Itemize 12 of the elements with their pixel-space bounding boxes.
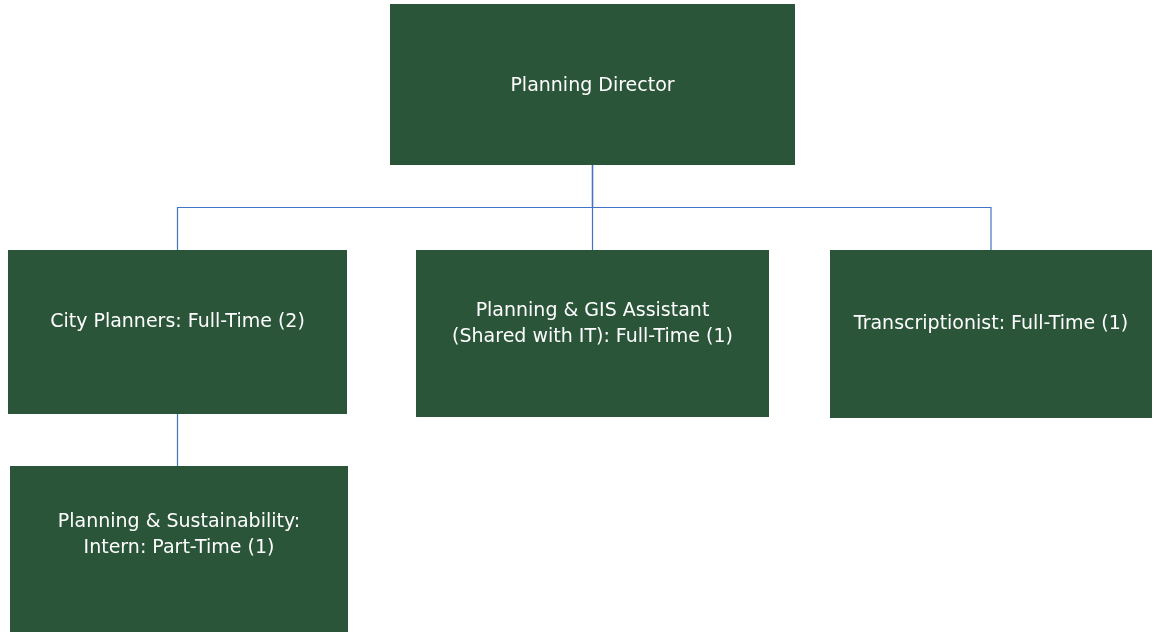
role-title: City Planners: Full-Time (2) (50, 308, 305, 334)
role-title: Planning & Sustainability: Intern: Part-Time (1) (56, 508, 302, 559)
role-box (830, 250, 1152, 418)
role-box (416, 250, 769, 417)
role-title: Transcriptionist: Full-Time (1) (853, 310, 1129, 336)
connector-line (176, 413, 179, 467)
role-box (390, 4, 795, 165)
role-title: Planning & GIS Assistant (Shared with IT): Full-Time (1) (451, 296, 734, 348)
connector-line (591, 164, 992, 251)
role-box (8, 250, 347, 414)
role-box (10, 466, 348, 632)
role-title: Planning Director (510, 71, 675, 97)
